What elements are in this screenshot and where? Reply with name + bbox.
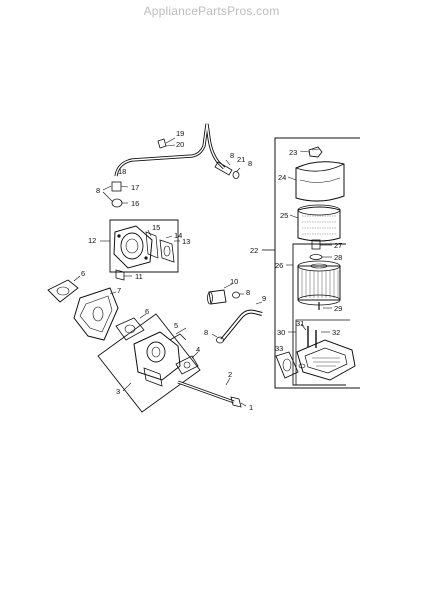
callout-7: 7 — [117, 286, 121, 295]
callout-labels: 1 2 3 4 5 6 6 7 8 8 8 8 8 9 10 11 12 13 … — [81, 129, 342, 412]
callout-10: 10 — [230, 277, 238, 286]
part-27-sleeve — [311, 239, 332, 250]
part-28-washer — [309, 254, 332, 260]
callout-9: 9 — [262, 294, 266, 303]
part-8-clamp-low — [211, 333, 224, 344]
callout-5: 5 — [174, 321, 178, 330]
part-9-breather-tube — [220, 301, 263, 342]
callout-16: 16 — [131, 199, 139, 208]
part-18-fuel-line — [114, 123, 226, 177]
part-25-pre-cleaner — [289, 204, 341, 242]
air-cleaner-base — [296, 339, 356, 381]
air-cleaner-assembly-bracket — [262, 137, 360, 389]
part-26-filter-bracket — [286, 243, 346, 386]
part-13-14-gasket — [159, 235, 180, 263]
part-2-stud — [177, 377, 235, 404]
callout-32: 32 — [332, 328, 340, 337]
part-15-diaphragm — [145, 229, 159, 259]
part-23-nut — [299, 146, 323, 158]
part-1-nut — [230, 396, 247, 408]
part-17-fitting — [102, 181, 129, 192]
callout-6-lower: 6 — [145, 307, 149, 316]
callout-18: 18 — [118, 167, 126, 176]
callout-1: 1 — [249, 403, 253, 412]
part-4-gasket — [175, 351, 199, 375]
callout-8-d: 8 — [246, 288, 250, 297]
part-10-hose — [207, 283, 233, 305]
callout-28: 28 — [334, 253, 342, 262]
callout-13: 13 — [182, 237, 190, 246]
callout-33: 33 — [275, 344, 283, 353]
part-6-gasket-lower — [115, 313, 147, 341]
part-29-filter-cartridge — [297, 260, 341, 310]
part-3-carburetor-group — [97, 313, 201, 413]
callout-11: 11 — [135, 272, 143, 281]
callout-8-e: 8 — [204, 328, 208, 337]
part-12-fuel-pump-group — [100, 219, 179, 273]
callout-8-c: 8 — [248, 159, 252, 168]
part-33-gasket — [275, 351, 299, 379]
watermark: AppliancePartsPros.com — [143, 4, 280, 18]
callout-15: 15 — [152, 223, 160, 232]
callout-27: 27 — [334, 241, 342, 250]
callout-4: 4 — [196, 345, 200, 354]
part-16-clamp — [102, 191, 128, 208]
part-19-20-clip — [157, 137, 176, 149]
carburetor — [133, 327, 187, 387]
callout-20: 20 — [176, 140, 184, 149]
part-31-32-studs — [300, 323, 330, 348]
callout-12: 12 — [88, 236, 96, 245]
callout-22: 22 — [250, 246, 258, 255]
callout-24: 24 — [278, 173, 286, 182]
callout-23: 23 — [289, 148, 297, 157]
part-24-air-cleaner-cover — [287, 161, 345, 202]
callout-17: 17 — [131, 183, 139, 192]
callout-14: 14 — [174, 231, 182, 240]
part-30-base-bracket — [288, 319, 350, 385]
callout-8-b: 8 — [230, 151, 234, 160]
callout-6-upper: 6 — [81, 269, 85, 278]
callout-30: 30 — [277, 328, 285, 337]
part-11-fitting — [115, 269, 132, 281]
callout-31: 31 — [296, 319, 304, 328]
part-7-spacer — [73, 287, 119, 341]
callout-3: 3 — [116, 387, 120, 396]
callout-21: 21 — [237, 155, 245, 164]
callout-8-a: 8 — [96, 186, 100, 195]
fuel-pump — [113, 225, 153, 269]
callout-19: 19 — [176, 129, 184, 138]
part-6-gasket-upper — [47, 275, 81, 303]
callout-26: 26 — [275, 261, 283, 270]
part-21-connector — [214, 159, 241, 179]
callout-2: 2 — [228, 370, 232, 379]
callout-29: 29 — [334, 304, 342, 313]
callout-25: 25 — [280, 211, 288, 220]
part-8-clamp-mid — [232, 291, 244, 299]
